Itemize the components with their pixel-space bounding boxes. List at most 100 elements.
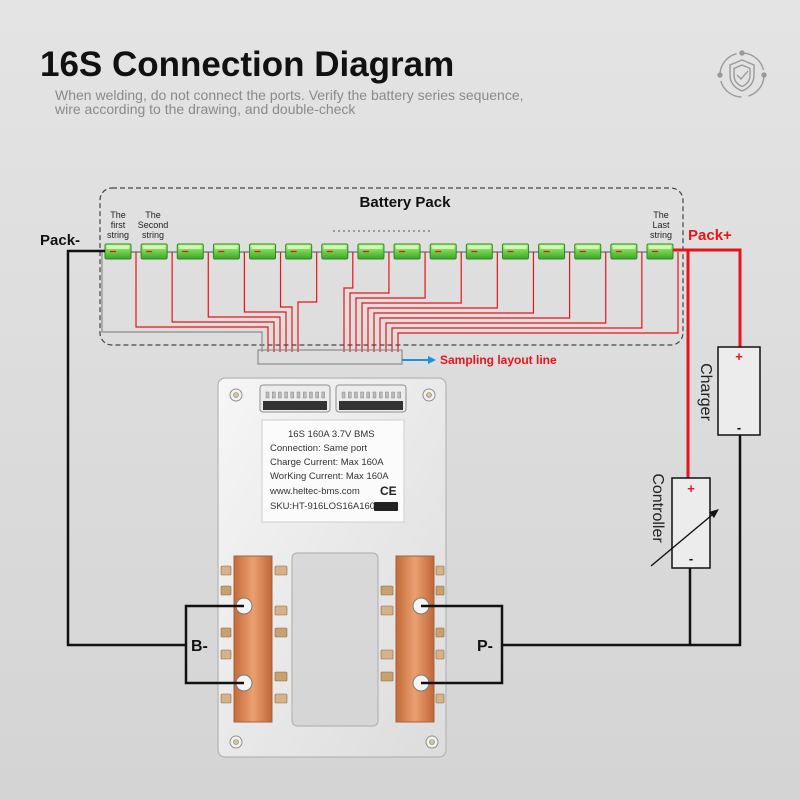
charger: + - Charger bbox=[697, 346, 761, 436]
subtitle-line-2: wire according to the drawing, and doubl… bbox=[54, 101, 356, 117]
smd-component bbox=[435, 585, 445, 596]
battery-cell bbox=[212, 243, 240, 260]
sampling-wire-b0 bbox=[101, 251, 263, 352]
sampling-wire bbox=[279, 252, 293, 352]
bms-sticker: 16S 160A 3.7V BMS Connection: Same port … bbox=[261, 419, 405, 523]
second-string-line-2: Second bbox=[138, 220, 169, 230]
controller-label: Controller bbox=[649, 473, 666, 543]
sampling-wire bbox=[361, 252, 462, 352]
bms-working-current: WorKing Current: Max 160A bbox=[270, 471, 389, 482]
battery-cell bbox=[646, 243, 674, 260]
sampling-wire bbox=[349, 252, 390, 352]
smd-component bbox=[220, 565, 232, 576]
controller-minus: - bbox=[689, 551, 693, 566]
battery-cell bbox=[501, 243, 529, 260]
p-minus-bracket bbox=[421, 604, 504, 685]
last-string-line-2: Last bbox=[652, 220, 670, 230]
connector-pin bbox=[265, 391, 270, 399]
p-minus-label: P- bbox=[477, 638, 493, 655]
page-title: 16S Connection Diagram bbox=[40, 45, 454, 84]
connector-pin bbox=[385, 391, 389, 399]
bms-website: www.heltec-bms.com bbox=[269, 486, 360, 497]
second-string-line-1: The bbox=[145, 210, 161, 220]
connector-pin bbox=[278, 391, 282, 399]
battery-cells bbox=[104, 243, 674, 260]
smd-component bbox=[380, 585, 394, 596]
connector-pin bbox=[303, 391, 307, 399]
bms-model: 16S 160A 3.7V BMS bbox=[288, 429, 375, 440]
battery-cell bbox=[104, 243, 132, 260]
sampling-wire bbox=[135, 252, 269, 352]
controller-body bbox=[671, 477, 711, 569]
connector-pin bbox=[296, 391, 301, 399]
battery-cell bbox=[357, 243, 385, 260]
smd-component bbox=[380, 671, 394, 682]
smd-component bbox=[435, 565, 445, 576]
smd-component bbox=[274, 627, 288, 638]
battery-cell bbox=[538, 243, 566, 260]
b-minus-label: B- bbox=[191, 638, 208, 655]
smd-component bbox=[274, 671, 288, 682]
ce-mark-icon: CE bbox=[380, 484, 397, 498]
battery-cell bbox=[140, 243, 168, 260]
sampling-wire bbox=[373, 252, 535, 352]
connector-pin bbox=[348, 391, 352, 399]
charger-minus: - bbox=[737, 420, 741, 435]
screw-icon bbox=[229, 735, 243, 749]
controller-plus: + bbox=[687, 481, 695, 496]
connector-pin bbox=[397, 391, 401, 399]
bms-board: 16S 160A 3.7V BMS Connection: Same port … bbox=[217, 377, 447, 758]
p-minus-load-wire bbox=[502, 435, 742, 647]
b-minus-copper-bar bbox=[233, 555, 273, 723]
screw-icon bbox=[422, 388, 436, 402]
pack-minus-wire bbox=[66, 249, 186, 647]
screw-icon bbox=[425, 735, 439, 749]
smd-component bbox=[274, 693, 288, 704]
board-components bbox=[220, 565, 445, 704]
connector-pin bbox=[290, 391, 294, 399]
connector-pin bbox=[341, 391, 346, 399]
battery-cell bbox=[285, 243, 313, 260]
sampling-layout-label: Sampling layout line bbox=[440, 353, 557, 367]
board-screws bbox=[229, 388, 439, 749]
smd-component bbox=[435, 627, 445, 638]
sampling-wire bbox=[171, 252, 275, 352]
sampling-wire bbox=[397, 252, 679, 352]
sampling-wire bbox=[243, 252, 287, 352]
first-string-label: The first string bbox=[107, 210, 129, 240]
bms-charge-current: Charge Current: Max 160A bbox=[270, 457, 384, 468]
smd-component bbox=[220, 627, 232, 638]
b-minus-bracket bbox=[184, 604, 244, 685]
first-string-line-1: The bbox=[110, 210, 126, 220]
sampling-connector-line bbox=[257, 349, 403, 365]
smd-component bbox=[380, 605, 394, 616]
connector-pin bbox=[321, 391, 325, 399]
sampling-wire bbox=[367, 252, 498, 352]
smd-component bbox=[435, 649, 445, 660]
smd-component bbox=[220, 585, 232, 596]
charger-plus: + bbox=[735, 349, 743, 364]
last-string-line-3: string bbox=[650, 230, 672, 240]
connector-pin bbox=[284, 391, 288, 399]
smd-component bbox=[274, 565, 288, 576]
bms-sku: SKU:HT-916LOS16A160 bbox=[270, 501, 375, 512]
bms-connection: Connection: Same port bbox=[270, 443, 368, 454]
battery-cell bbox=[321, 243, 349, 260]
smd-component bbox=[220, 693, 232, 704]
smd-component bbox=[435, 693, 445, 704]
pack-plus-label: Pack+ bbox=[688, 227, 732, 244]
battery-cell bbox=[176, 243, 204, 260]
variable-arrow-icon bbox=[650, 509, 719, 567]
pack-minus-label: Pack- bbox=[40, 232, 80, 249]
sampling-wire bbox=[391, 252, 643, 352]
connector-pin bbox=[379, 391, 383, 399]
first-string-line-2: first bbox=[111, 220, 126, 230]
last-string-label: The Last string bbox=[650, 210, 672, 240]
battery-cell bbox=[249, 243, 277, 260]
battery-cell bbox=[429, 243, 457, 260]
subtitle-line-1: When welding, do not connect the ports. … bbox=[55, 87, 524, 103]
last-string-line-1: The bbox=[653, 210, 669, 220]
battery-cell bbox=[393, 243, 421, 260]
connector-pin bbox=[354, 391, 358, 399]
sampling-wire bbox=[379, 252, 571, 352]
